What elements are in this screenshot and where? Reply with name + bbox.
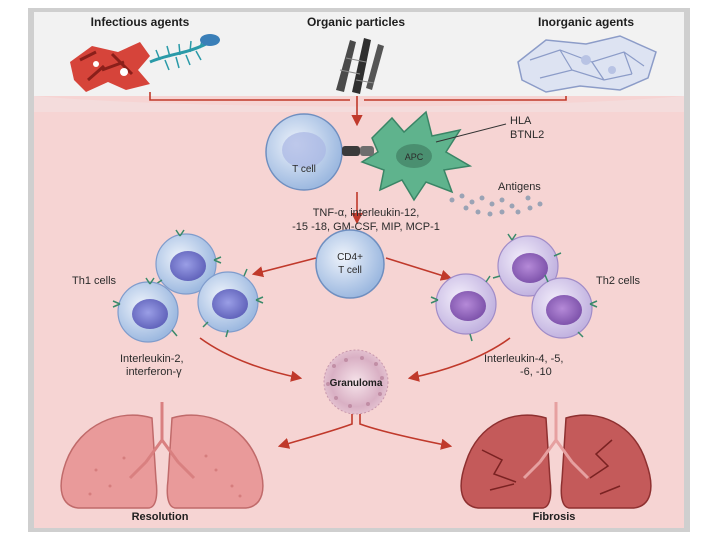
th1-cytokines-line-1: Interleukin-2, bbox=[120, 353, 184, 365]
infectious-agents-label: Infectious agents bbox=[91, 15, 190, 29]
th2-cytokines-line-1: Interleukin-4, -5, bbox=[484, 353, 563, 365]
th2-cells-label: Th2 cells bbox=[596, 275, 641, 287]
th1-cytokines-line-2: interferon-γ bbox=[126, 366, 182, 378]
apc-label: APC bbox=[405, 152, 424, 162]
antigens-label: Antigens bbox=[498, 181, 541, 193]
th1-cells-label: Th1 cells bbox=[72, 275, 117, 287]
cd4-label-line-1: CD4+ bbox=[337, 252, 363, 263]
cd4-label-line-2: T cell bbox=[338, 265, 362, 276]
inorganic-agents-label: Inorganic agents bbox=[538, 15, 634, 29]
th2-cytokines-line-2: -6, -10 bbox=[520, 366, 552, 378]
hla-label: HLA bbox=[510, 115, 532, 127]
tcr-hla-complex bbox=[342, 146, 374, 156]
t-cell-label: T cell bbox=[292, 164, 316, 175]
btnl2-label: BTNL2 bbox=[510, 129, 544, 141]
granuloma-label: Granuloma bbox=[330, 378, 383, 389]
granuloma: Granuloma bbox=[324, 350, 388, 414]
cytokines-line-1: TNF-α, interleukin-12, bbox=[313, 207, 420, 219]
t-cell: T cell bbox=[266, 114, 342, 190]
resolution-label: Resolution bbox=[132, 511, 189, 523]
cytokines-line-2: -15 -18, GM-CSF, MIP, MCP-1 bbox=[292, 221, 440, 233]
fibrosis-label: Fibrosis bbox=[533, 511, 576, 523]
cd4-t-cell: CD4+ T cell bbox=[316, 230, 384, 298]
organic-particles-label: Organic particles bbox=[307, 15, 405, 29]
